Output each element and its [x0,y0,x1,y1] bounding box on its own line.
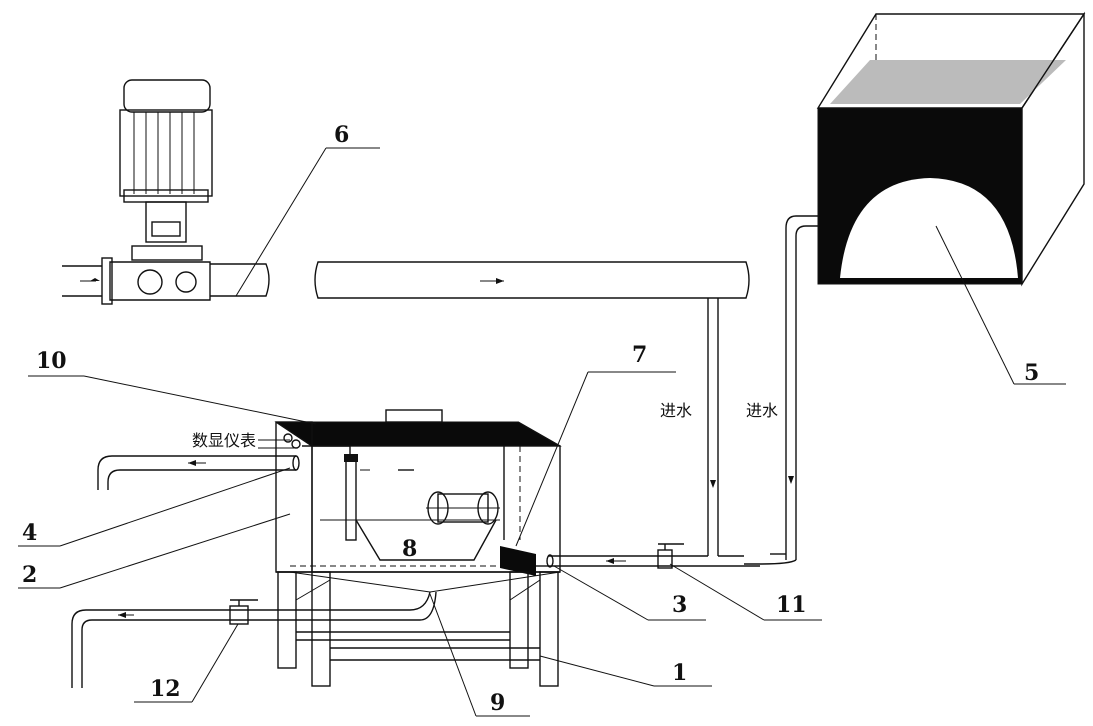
inlet-pipe [548,543,797,569]
hopper [785,11,1086,560]
callout-6: 6 [334,122,349,148]
text-labels: 进水 进水 数显仪表 [192,401,778,450]
callouts: 6 10 7 5 4 2 8 3 11 1 12 9 [22,122,1039,716]
drain-pipe [71,591,437,688]
callout-9: 9 [490,690,505,716]
label-inlet-b: 进水 [746,401,778,420]
callout-4: 4 [22,520,37,546]
callout-12: 12 [150,676,181,702]
tank [274,409,562,687]
callout-1: 1 [672,660,687,686]
callout-2: 2 [22,562,37,588]
callout-3: 3 [672,592,687,618]
callout-7: 7 [632,342,647,368]
callout-5: 5 [1024,360,1039,386]
overflow-pipe [97,455,300,490]
pump-motor [62,79,213,305]
leader-lines [18,147,1066,717]
callout-8: 8 [402,536,417,562]
callout-10: 10 [36,348,67,374]
outlet-pipe [210,261,750,556]
callout-11: 11 [776,592,807,618]
label-inlet-a: 进水 [660,401,692,420]
label-display-meter: 数显仪表 [192,431,256,450]
